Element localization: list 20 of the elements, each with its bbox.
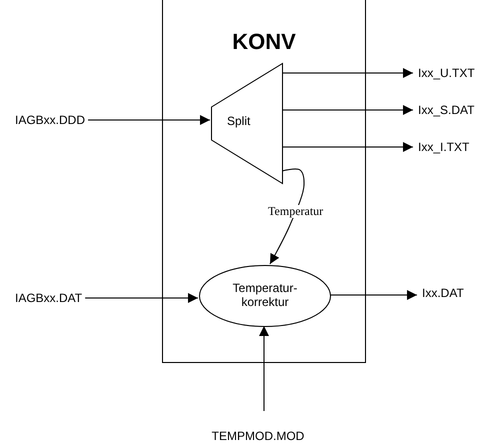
process-label: Temperatur- korrektur bbox=[232, 281, 298, 309]
module-title: KONV bbox=[232, 30, 296, 54]
block-label: Split bbox=[227, 114, 250, 128]
arrow bbox=[259, 326, 269, 412]
edge-label: Temperatur bbox=[267, 205, 324, 218]
module-frame bbox=[162, 0, 366, 363]
arrow bbox=[270, 168, 305, 264]
file-label: Ixx_U.TXT bbox=[418, 66, 475, 80]
file-label: TEMPMOD.MOD bbox=[212, 429, 304, 443]
file-label: Ixx_S.DAT bbox=[418, 103, 474, 117]
arrow bbox=[282, 142, 414, 152]
arrow bbox=[88, 115, 210, 125]
file-label: Ixx.DAT bbox=[422, 286, 464, 300]
file-label: Ixx_I.TXT bbox=[418, 140, 470, 154]
arrow bbox=[282, 68, 414, 78]
file-label: IAGBxx.DDD bbox=[15, 113, 86, 127]
file-label: IAGBxx.DAT bbox=[15, 291, 82, 305]
arrow bbox=[84, 293, 198, 303]
arrow bbox=[330, 290, 418, 300]
arrow bbox=[282, 105, 414, 115]
